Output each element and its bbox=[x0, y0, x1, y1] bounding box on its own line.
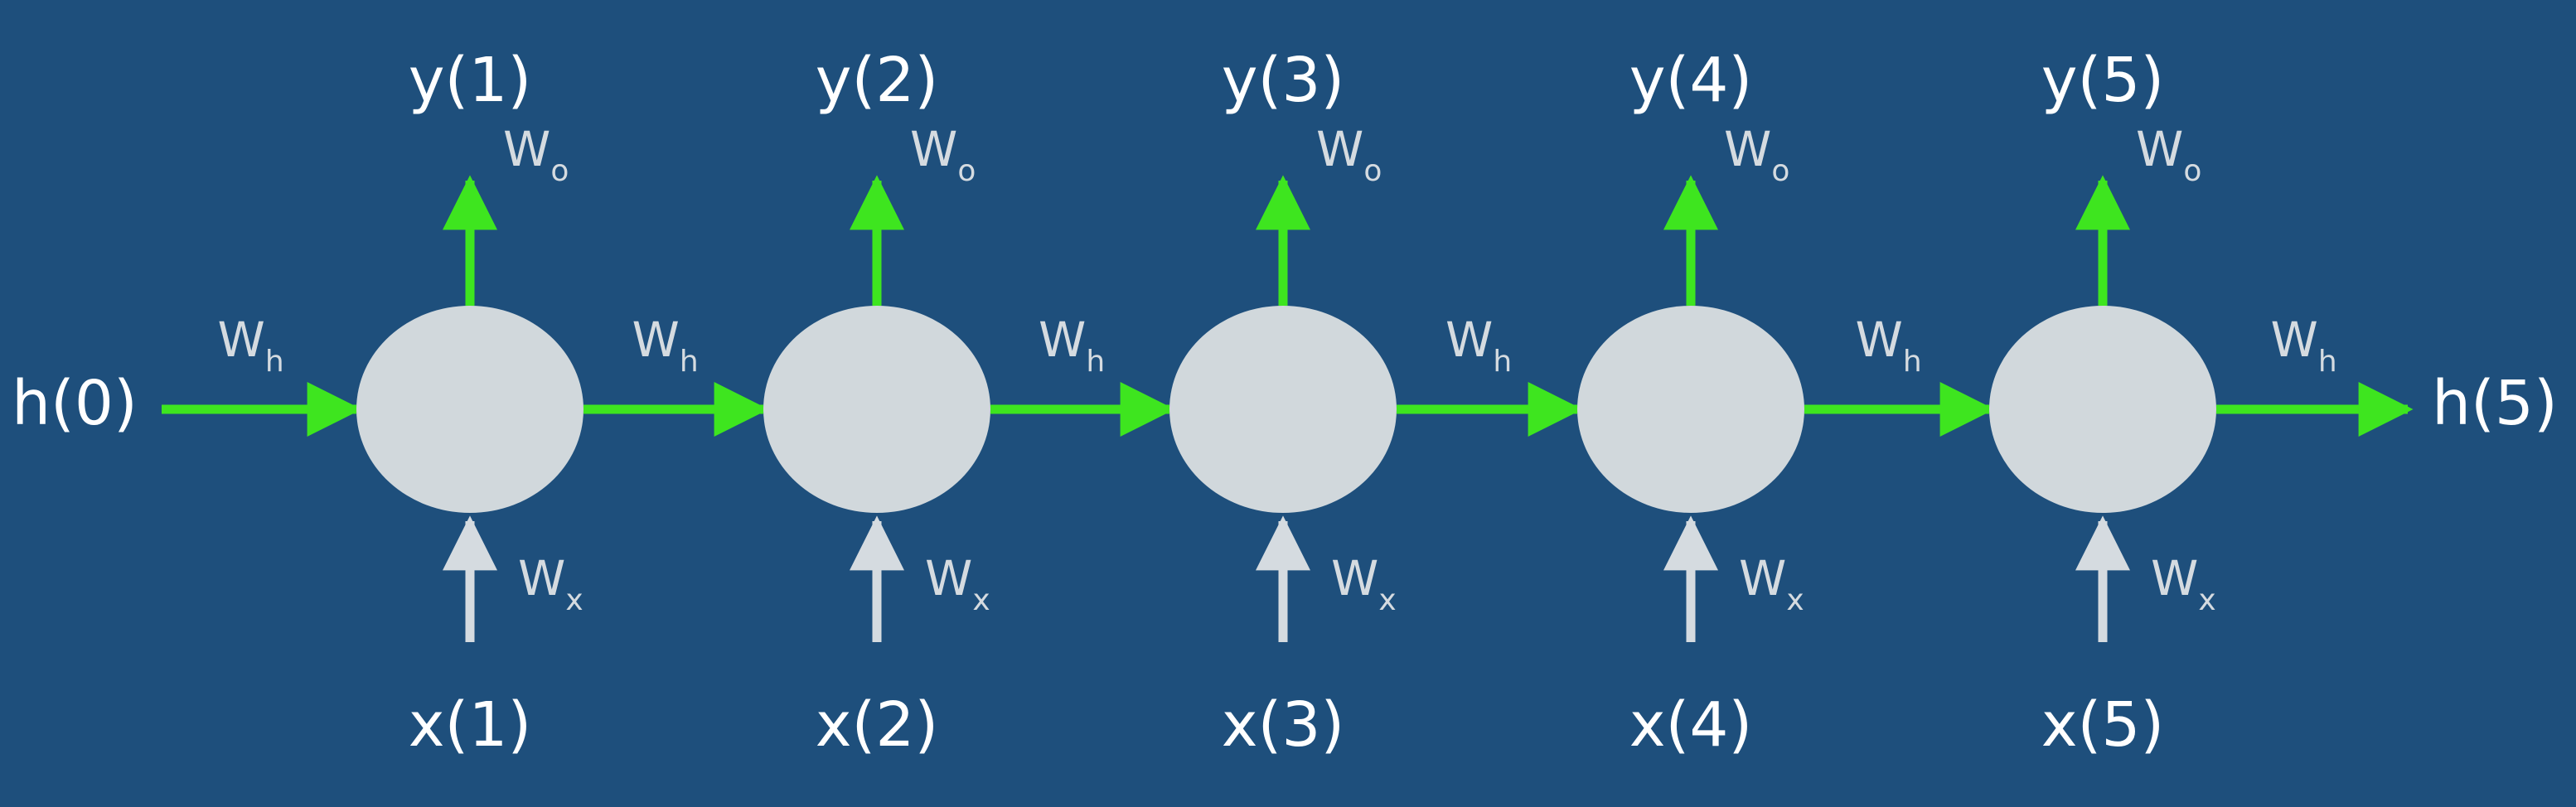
hidden-weight-label-1-base: W bbox=[632, 312, 680, 368]
rnn-cell-node bbox=[763, 306, 990, 513]
rnn-cell-node bbox=[356, 306, 583, 513]
output-weight-label-2: Wo bbox=[910, 121, 976, 188]
output-weight-label-4-subscript: o bbox=[1771, 154, 1789, 188]
hidden-weight-label-4-subscript: h bbox=[1903, 345, 1922, 379]
input-weight-label-3: Wx bbox=[1331, 550, 1397, 617]
output-weight-label-1-base: W bbox=[503, 121, 550, 177]
hidden-weight-label-3-subscript: h bbox=[1493, 345, 1512, 379]
hidden-weight-label-0-base: W bbox=[218, 312, 265, 368]
output-label-3: y(3) bbox=[1222, 45, 1345, 116]
hidden-weight-label-5-base: W bbox=[2271, 312, 2318, 368]
hidden-weight-label-1: Wh bbox=[632, 312, 699, 379]
output-weight-label-3: Wo bbox=[1316, 121, 1382, 188]
output-weight-label-2-base: W bbox=[910, 121, 957, 177]
input-weight-label-5: Wx bbox=[2151, 550, 2216, 617]
output-weight-label-1: Wo bbox=[503, 121, 569, 188]
hidden-weight-label-2-subscript: h bbox=[1086, 345, 1105, 379]
input-weight-label-4-base: W bbox=[1739, 550, 1786, 606]
hidden-weight-label-4-base: W bbox=[1856, 312, 1903, 368]
input-weight-label-5-base: W bbox=[2151, 550, 2198, 606]
hidden-weight-label-3: Wh bbox=[1445, 312, 1512, 379]
hidden-weight-label-0: Wh bbox=[218, 312, 284, 379]
input-weight-label-1: Wx bbox=[518, 550, 583, 617]
hidden-state-end-label: h(5) bbox=[2432, 368, 2558, 439]
hidden-weight-label-2: Wh bbox=[1039, 312, 1105, 379]
input-weight-label-5-subscript: x bbox=[2198, 583, 2215, 617]
output-weight-label-1-subscript: o bbox=[550, 154, 569, 188]
input-weight-label-1-subscript: x bbox=[565, 583, 583, 617]
output-weight-label-5-base: W bbox=[2136, 121, 2183, 177]
input-weight-label-2-base: W bbox=[925, 550, 972, 606]
output-label-1: y(1) bbox=[409, 45, 532, 116]
output-weight-label-3-base: W bbox=[1316, 121, 1363, 177]
input-weight-label-3-base: W bbox=[1331, 550, 1378, 606]
hidden-weight-label-5: Wh bbox=[2271, 312, 2337, 379]
output-weight-label-2-subscript: o bbox=[957, 154, 976, 188]
input-weight-label-4-subscript: x bbox=[1786, 583, 1804, 617]
input-label-5: x(5) bbox=[2041, 689, 2165, 761]
input-weight-label-1-base: W bbox=[518, 550, 565, 606]
output-label-4: y(4) bbox=[1629, 45, 1753, 116]
input-weight-label-4: Wx bbox=[1739, 550, 1804, 617]
input-weight-label-2: Wx bbox=[925, 550, 990, 617]
rnn-cell-node bbox=[1169, 306, 1397, 513]
input-label-4: x(4) bbox=[1629, 689, 1753, 761]
hidden-weight-label-4: Wh bbox=[1856, 312, 1922, 379]
input-weight-label-2-subscript: x bbox=[972, 583, 990, 617]
hidden-state-start-label: h(0) bbox=[12, 368, 138, 439]
output-weight-label-5-subscript: o bbox=[2183, 154, 2201, 188]
hidden-weight-label-5-subscript: h bbox=[2318, 345, 2337, 379]
hidden-weight-label-1-subscript: h bbox=[680, 345, 699, 379]
output-weight-label-4: Wo bbox=[1724, 121, 1789, 188]
output-label-5: y(5) bbox=[2041, 45, 2165, 116]
input-label-2: x(2) bbox=[816, 689, 939, 761]
output-weight-label-5: Wo bbox=[2136, 121, 2201, 188]
rnn-cell-node bbox=[1989, 306, 2216, 513]
rnn-cell-node bbox=[1577, 306, 1804, 513]
input-weight-label-3-subscript: x bbox=[1378, 583, 1396, 617]
output-weight-label-3-subscript: o bbox=[1363, 154, 1382, 188]
output-label-2: y(2) bbox=[816, 45, 939, 116]
output-weight-label-4-base: W bbox=[1724, 121, 1771, 177]
node-layer bbox=[356, 306, 2216, 513]
hidden-weight-label-3-base: W bbox=[1445, 312, 1493, 368]
hidden-weight-label-0-subscript: h bbox=[265, 345, 284, 379]
hidden-weight-label-2-base: W bbox=[1039, 312, 1086, 368]
input-label-1: x(1) bbox=[409, 689, 532, 761]
arrow-layer bbox=[162, 175, 2414, 642]
input-label-3: x(3) bbox=[1222, 689, 1345, 761]
